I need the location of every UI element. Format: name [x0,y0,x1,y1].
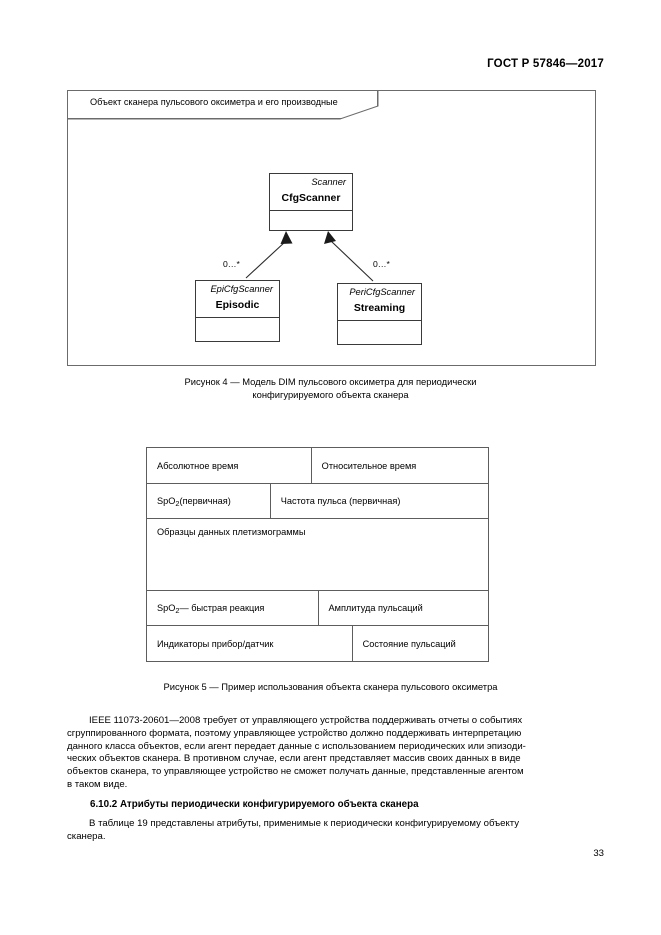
table-cell-relative-time: Относительное время [310,448,488,483]
table-row: Индикаторы прибор/датчик Состояние пульс… [147,626,488,662]
figure4-caption-line1: Рисунок 4 — Модель DIM пульсового оксиме… [184,376,477,387]
figure5-caption: Рисунок 5 — Пример использования объекта… [163,681,498,692]
uml-class-cfgscanner: Scanner CfgScanner [269,173,353,231]
figure4-uml-package-frame: Объект сканера пульсового оксиметра и ег… [67,90,596,366]
table-row: Абсолютное время Относительное время [147,448,488,484]
figure4-caption-line2: конфигурируемого объекта сканера [252,389,409,400]
uml-class-pericfgscanner-header: PeriCfgScanner Streaming [338,284,421,321]
uml-class-cfgscanner-header: Scanner CfgScanner [270,174,352,211]
document-header-standard-number: ГОСТ Р 57846—2017 [487,58,604,70]
spo2-label: SpO [157,496,176,506]
uml-class-pericfgscanner-name: Streaming [353,302,406,314]
uml-class-cfgscanner-attributes [270,211,352,231]
body-paragraph-ieee-requirement: IEEE 11073-20601—2008 требует от управля… [67,715,596,792]
body-paragraph-table19-reference: В таблице 19 представлены атрибуты, прим… [67,818,596,844]
table-cell-pulse-rate-primary: Частота пульса (первичная) [269,484,488,518]
uml-class-epicfgscanner-name: Episodic [215,299,260,311]
package-name-label: Объект сканера пульсового оксиметра и ег… [90,97,338,107]
spo2-subscript: 2 [175,605,180,615]
figure5-layout-table: Абсолютное время Относительное время SpO… [146,447,489,662]
uml-class-pericfgscanner: PeriCfgScanner Streaming [337,283,422,345]
section-heading-6-10-2: 6.10.2 Атрибуты периодически конфигуриру… [90,799,419,810]
paragraph-line: в таком виде. [67,778,128,790]
uml-class-cfgscanner-name: CfgScanner [281,192,341,204]
table-cell-device-sensor-indicators: Индикаторы прибор/датчик [157,638,274,649]
paragraph-line: сканера. [67,830,106,842]
uml-class-cfgscanner-stereotype: Scanner [311,177,346,187]
paragraph-line: данного класса объектов, если агент пере… [67,740,526,752]
uml-class-epicfgscanner-attributes [196,318,279,346]
uml-class-pericfgscanner-attributes [338,321,421,349]
uml-class-epicfgscanner: EpiCfgScanner Episodic [195,280,280,342]
uml-class-epicfgscanner-header: EpiCfgScanner Episodic [196,281,279,318]
figure4-caption: Рисунок 4 — Модель DIM пульсового оксиме… [0,375,661,401]
table-cell-plethysmogram-samples: Образцы данных плетизмограммы [157,527,306,537]
spo2-qualifier: — быстрая реакция [179,603,265,613]
page-number: 33 [593,848,604,859]
table-cell-pulse-amplitude: Амплитуда пульсаций [317,591,489,625]
spo2-qualifier: (первичная) [179,496,231,506]
uml-class-pericfgscanner-stereotype: PeriCfgScanner [349,287,415,297]
paragraph-line: В таблице 19 представлены атрибуты, прим… [89,818,520,829]
table-cell-pulse-status: Состояние пульсаций [351,626,488,661]
paragraph-line: сгруппированного формата, поэтому управл… [67,727,522,739]
multiplicity-label-left: 0...* [223,259,241,269]
table-cell-absolute-time: Абсолютное время [157,460,239,471]
multiplicity-label-right: 0...* [373,259,391,269]
uml-class-epicfgscanner-stereotype: EpiCfgScanner [210,284,273,294]
paragraph-line: IEEE 11073-20601—2008 требует от управля… [89,715,523,726]
paragraph-line: объектов сканера, то управляющее устройс… [67,766,524,778]
paragraph-line: ческих объектов сканера. В противном слу… [67,753,521,765]
table-row: Образцы данных плетизмограммы [147,519,488,591]
spo2-label: SpO [157,603,176,613]
spo2-subscript: 2 [175,498,180,508]
